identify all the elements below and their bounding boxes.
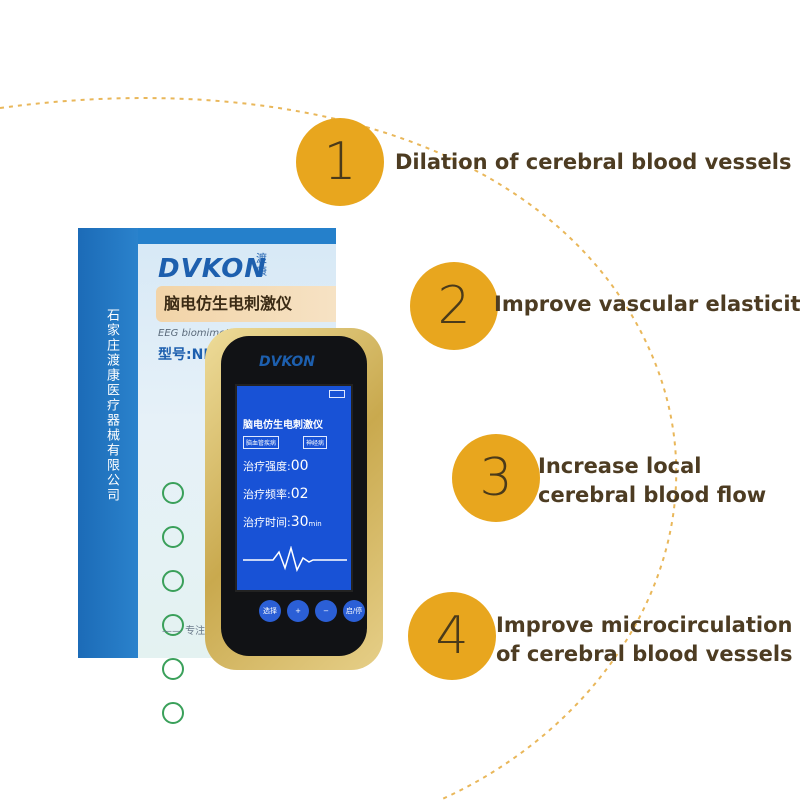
box-side-panel: 石家庄渡康医疗器械有限公司 xyxy=(78,228,138,658)
box-top-panel xyxy=(138,228,336,244)
select-button[interactable]: 选择 xyxy=(259,600,281,622)
feature-number-badge-4: 4 xyxy=(408,592,496,680)
box-brand-cn: 渡康 xyxy=(256,252,267,278)
plus-button[interactable]: + xyxy=(287,600,309,622)
box-brand-logo: DVKON xyxy=(158,254,268,284)
feature-number-badge-3: 3 xyxy=(452,434,540,522)
feature-icon xyxy=(162,658,184,680)
device-screen: 脑电仿生电刺激仪 脑血管疾病 神经病 治疗强度:00 治疗频率:02 治疗时间:… xyxy=(235,384,353,592)
minus-button[interactable]: − xyxy=(315,600,337,622)
feature-text-4: Improve microcirculation of cerebral blo… xyxy=(496,613,793,666)
battery-icon xyxy=(329,390,345,398)
screen-row-time: 治疗时间:30min xyxy=(243,514,322,530)
screen-tag-2: 神经病 xyxy=(303,436,328,449)
feature-icon xyxy=(162,702,184,724)
feature-icon xyxy=(162,614,184,636)
box-feature-icons xyxy=(158,478,218,742)
box-slogan: —— 专注脑病 xyxy=(162,626,226,637)
feature-icon xyxy=(162,526,184,548)
start-stop-button[interactable]: 启/停 xyxy=(343,600,365,622)
screen-tag-1: 脑血管疾病 xyxy=(243,436,280,449)
feature-text-2: Improve vascular elasticity xyxy=(494,292,800,316)
screen-row-intensity: 治疗强度:00 xyxy=(243,458,309,474)
screen-title: 脑电仿生电刺激仪 xyxy=(243,420,323,431)
feature-number-badge-1: 1 xyxy=(296,118,384,206)
box-side-company-text: 石家庄渡康医疗器械有限公司 xyxy=(104,308,119,503)
screen-row-frequency: 治疗频率:02 xyxy=(243,486,309,502)
box-product-title: 脑电仿生电刺激仪 xyxy=(156,286,336,322)
heartbeat-wave-icon xyxy=(243,546,347,572)
feature-text-1: Dilation of cerebral blood vessels xyxy=(395,150,792,174)
stimulator-device: DVKON 脑电仿生电刺激仪 脑血管疾病 神经病 治疗强度:00 治疗频率:02… xyxy=(205,328,383,670)
feature-icon xyxy=(162,482,184,504)
feature-icon xyxy=(162,570,184,592)
feature-number-badge-2: 2 xyxy=(410,262,498,350)
feature-text-3: Increase local cerebral blood flow xyxy=(538,454,767,507)
device-brand-logo: DVKON xyxy=(259,354,316,370)
box-english-title: EEG biomimetic elect xyxy=(158,328,266,339)
